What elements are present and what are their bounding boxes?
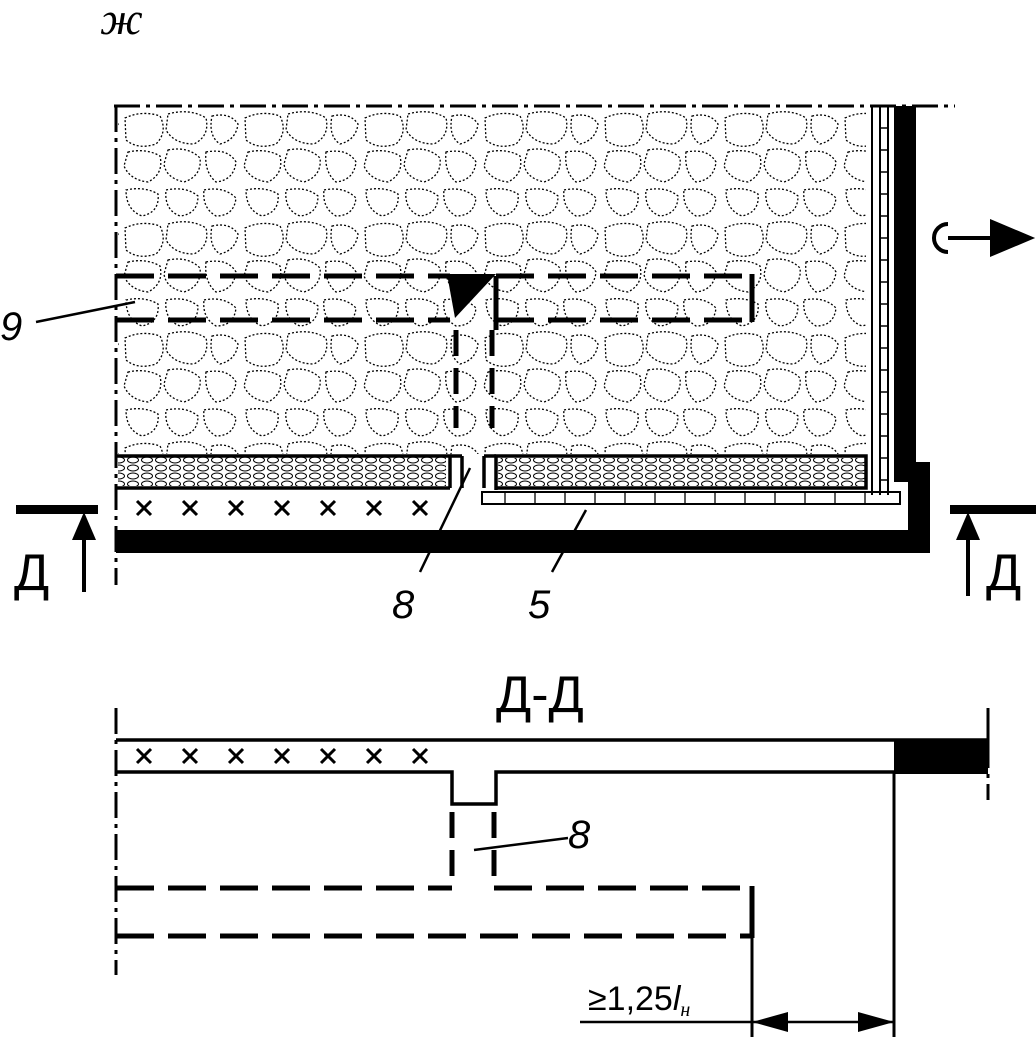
section-marker-right: Д: [950, 505, 1036, 602]
plan-view: Д Д 9 8 5: [0, 104, 1036, 627]
section-view: Д-Д 8: [114, 666, 990, 1037]
crosses-row-section: [135, 747, 429, 765]
section-marker-left: Д: [14, 505, 98, 602]
dashed-drain-pipes-section: [116, 812, 755, 939]
crosses-row-plan: [135, 499, 429, 517]
figure-label: ж: [100, 0, 143, 44]
section-title: Д-Д: [496, 666, 584, 724]
section-black-wall: [894, 740, 988, 774]
right-ladder-strip: [871, 106, 889, 495]
junction-triangle: [447, 274, 496, 318]
leader-5: [550, 509, 588, 573]
label-9: 9: [0, 305, 22, 349]
label-8-top: 8: [392, 583, 415, 627]
pebble-layer-left: [118, 456, 446, 486]
pebble-layer-right: [498, 458, 866, 486]
dimension-label: ≥1,25lн: [588, 980, 690, 1021]
leader-8-top: [418, 467, 472, 573]
dashed-drain-pipes-plan: [116, 273, 755, 428]
crushed-stone-fill: [118, 108, 866, 454]
label-5: 5: [528, 583, 551, 627]
leader-8-bottom: [473, 836, 569, 852]
section-mark-left: Д: [14, 544, 49, 602]
leader-9: [35, 300, 136, 324]
bottom-ladder-strip: [481, 491, 901, 505]
dimension-line: [580, 772, 896, 1037]
section-top-band: [116, 770, 894, 806]
section-mark-right: Д: [986, 544, 1021, 602]
label-8-bottom: 8: [568, 813, 591, 857]
outlet-arrow: [932, 218, 1036, 258]
